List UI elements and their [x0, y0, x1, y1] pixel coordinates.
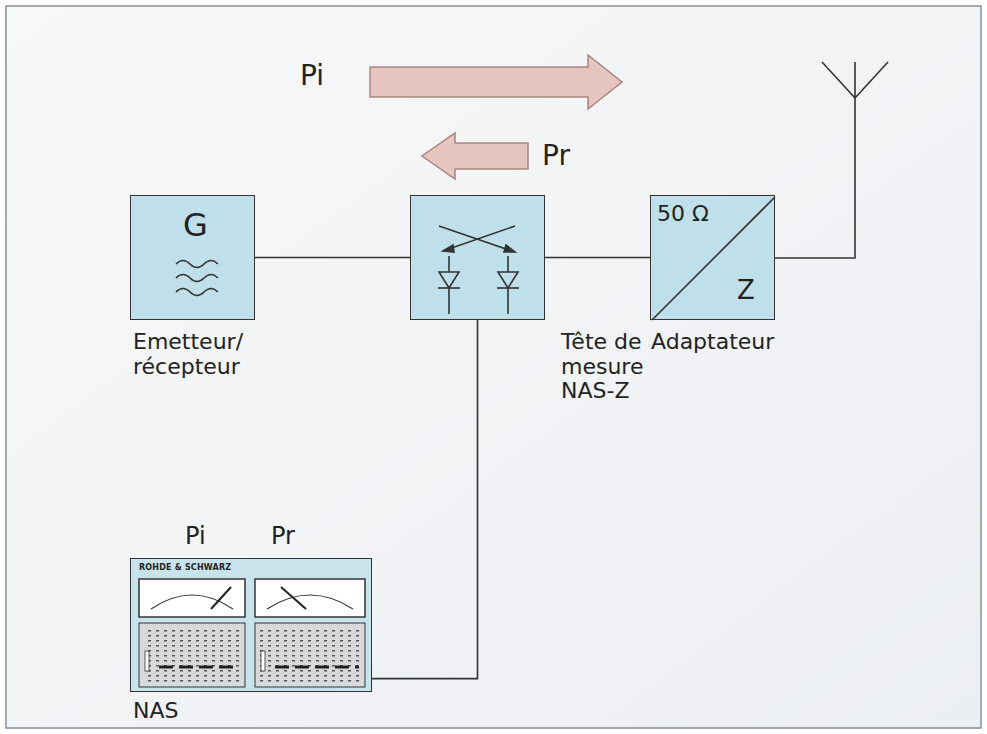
impedance-label: 50 Ω [657, 202, 727, 227]
coupler-box-art [411, 196, 546, 321]
frame [6, 6, 981, 728]
antenna-symbol [770, 62, 888, 258]
adapter-label: Adaptateur [651, 330, 801, 355]
cable [255, 257, 410, 259]
meter-label: NAS [133, 699, 213, 724]
generator-symbol: G [133, 208, 258, 244]
reflected-power-arrow [422, 133, 528, 179]
transmitter-label: Emetteur/ récepteur [133, 330, 271, 379]
adapter-box: 50 ΩZAdaptateur [650, 195, 775, 320]
power-label: Pi [300, 62, 324, 90]
power-meter: PiPrROHDE & SCHWARZNAS [130, 558, 372, 692]
brand-label: ROHDE & SCHWARZ [139, 564, 279, 573]
cable [545, 257, 650, 259]
power-meter-art [131, 559, 373, 693]
transmitter-box: GEmetteur/ récepteur [130, 195, 255, 320]
power-label: Pr [542, 142, 570, 170]
cable [372, 320, 478, 679]
impedance-label: Z [737, 276, 767, 305]
meter-scale-label: Pr [271, 523, 321, 550]
incident-power-arrow [370, 55, 622, 109]
coupler-box: Tête de mesure NAS-Z [410, 195, 545, 320]
meter-scale-label: Pi [185, 523, 235, 550]
